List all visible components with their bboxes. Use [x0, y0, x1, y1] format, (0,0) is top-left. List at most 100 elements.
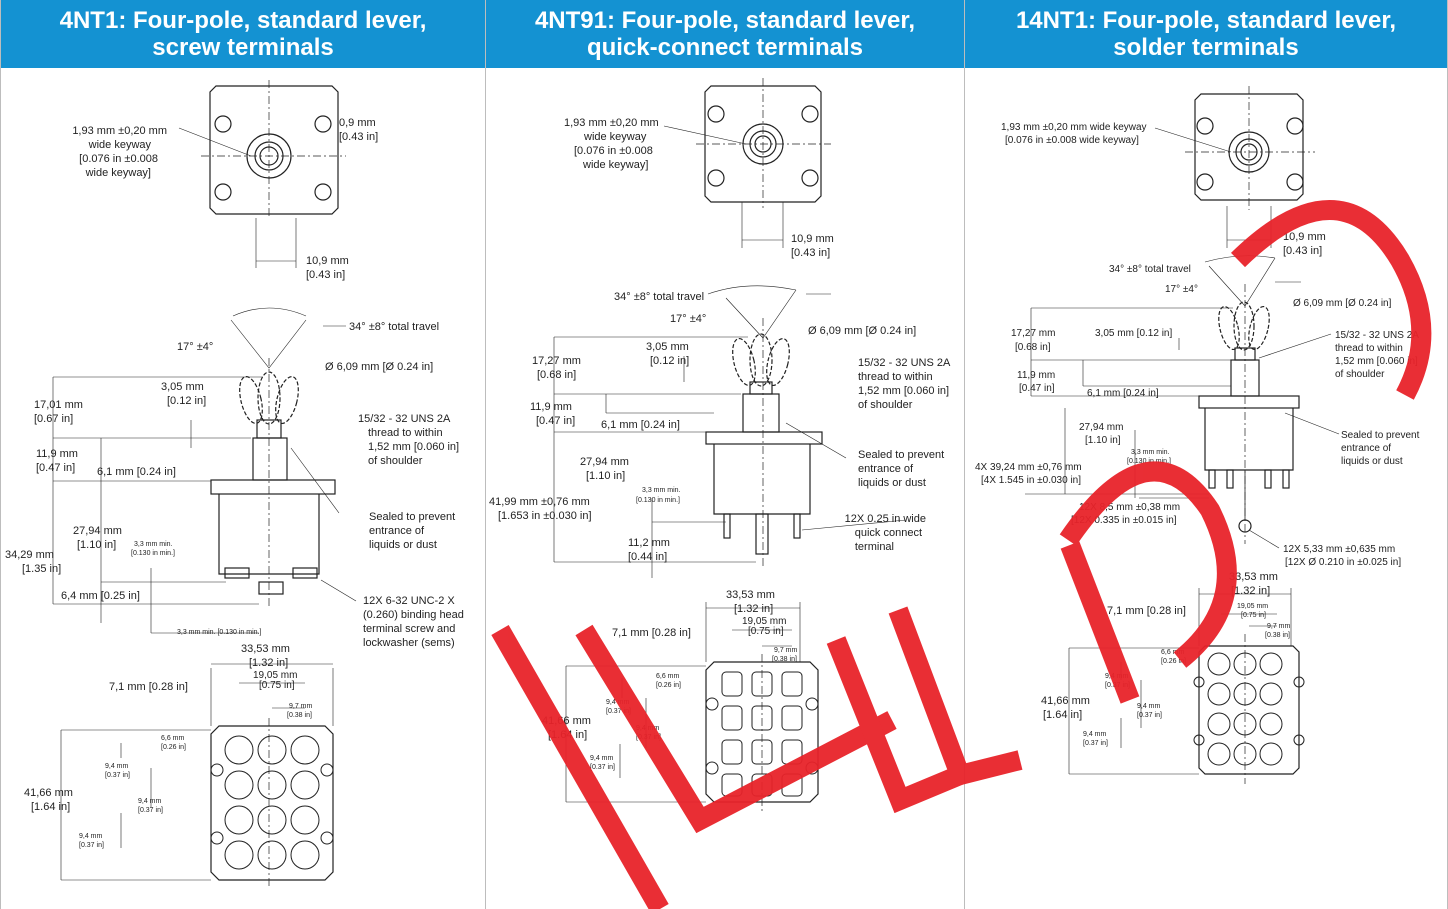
dim-4166-mm: 41,66 mm: [1041, 695, 1090, 707]
screw-label-1: 12X 6-32 UNC-2 X: [363, 595, 455, 607]
dim-2794-in: [1.10 in]: [1085, 435, 1121, 446]
dim-1727-in: [0.68 in]: [1015, 342, 1051, 353]
dim-94-in-3: [0.37 in]: [79, 842, 104, 849]
thread-label-1: 15/32 - 32 UNS 2A: [1335, 330, 1419, 341]
dim-119-mm: 11,9 mm: [1017, 370, 1055, 381]
dim-61: 6,1 mm [0.24 in]: [601, 419, 680, 431]
dim-97-in: [0.38 in]: [1265, 632, 1290, 639]
dim-533-in: [12X Ø 0.210 in ±0.025 in]: [1285, 557, 1401, 568]
dim-4166-mm: 41,66 mm: [24, 787, 73, 799]
panel-14nt1: 14NT1: Four-pole, standard lever, solder…: [965, 0, 1448, 909]
panel-title-line1: 4NT1: Four-pole, standard lever,: [59, 7, 427, 34]
side-view: [553, 285, 907, 578]
dim-66-mm: 6,6 mm: [1161, 649, 1185, 656]
travel-label: 34° ±8° total travel: [1109, 264, 1191, 275]
panel-header: 14NT1: Four-pole, standard lever, solder…: [965, 0, 1447, 68]
dim-4166-in: [1.64 in]: [1043, 709, 1082, 721]
dim-533-mm: 12X 5,33 mm ±0,635 mm: [1283, 544, 1395, 555]
dim-4199-mm: 41,99 mm ±0,76 mm: [489, 496, 590, 508]
drawing-14nt1: 1,93 mm ±0,20 mm wide keyway [0.076 in ±…: [975, 86, 1420, 784]
panel-4nt1: 4NT1: Four-pole, standard lever, screw t…: [0, 0, 486, 909]
dim-33min-mm: 3,3 mm min.: [134, 541, 173, 548]
travel-label: 34° ±8° total travel: [614, 291, 704, 303]
dim-94-mm-1: 9,4 mm: [105, 763, 129, 770]
dim-3353-in: [1.32 in]: [734, 603, 773, 615]
keyway-label-4: wide keyway]: [85, 167, 151, 179]
dim-3353-in: [1.32 in]: [1231, 585, 1270, 597]
dim-4199-in: [1.653 in ±0.030 in]: [498, 510, 592, 522]
sealed-label-3: liquids or dust: [1341, 456, 1403, 467]
qc-label-2: quick connect: [855, 527, 922, 539]
dim-3924-in: [4X 1.545 in ±0.030 in]: [981, 475, 1081, 486]
dim-94-mm-2: 9,4 mm: [138, 798, 162, 805]
keyway-label-1: 1,93 mm ±0,20 mm: [72, 125, 167, 137]
dim-1905-mm: 19,05 mm: [742, 616, 786, 627]
dim-119-mm: 11,9 mm: [530, 401, 572, 413]
keyway-label-2: wide keyway: [583, 131, 647, 143]
top-view: [663, 78, 831, 248]
dim-1905-mm: 19,05 mm: [1237, 603, 1268, 610]
keyway-label-2: wide keyway: [88, 139, 152, 151]
dim-94-in-3: [0.37 in]: [590, 764, 615, 771]
thread-label-1: 15/32 - 32 UNS 2A: [858, 357, 951, 369]
dim-85-in: [12X 0.335 in ±0.015 in]: [1071, 515, 1177, 526]
labels-4nt1: 1,93 mm ±0,20 mm wide keyway [0.076 in ±…: [5, 117, 464, 849]
spacing-mm-label: 10,9 mm: [791, 233, 834, 245]
screw-label-2: (0.260) binding head: [363, 609, 464, 621]
dim-94-in-1: [0.37 in]: [105, 772, 130, 779]
side-view: [52, 307, 357, 634]
spacing-in-label: [0.43 in]: [1283, 245, 1322, 257]
dim-1701-in: [0.67 in]: [34, 413, 73, 425]
hole-in-label: [0.43 in]: [339, 131, 378, 143]
dim-3429-in: [1.35 in]: [22, 563, 61, 575]
panel-title-line2: quick-connect terminals: [586, 34, 864, 61]
sealed-label-1: Sealed to prevent: [369, 511, 455, 523]
dim-61: 6,1 mm [0.24 in]: [97, 466, 176, 478]
dim-1727-mm: 17,27 mm: [1011, 328, 1055, 339]
labels-14nt1: 1,93 mm ±0,20 mm wide keyway [0.076 in ±…: [975, 122, 1420, 747]
dim-3924-mm: 4X 39,24 mm ±0,76 mm: [975, 462, 1082, 473]
thread-label-1: 15/32 - 32 UNS 2A: [358, 413, 451, 425]
dim-85-mm: 12X 8,5 mm ±0,38 mm: [1079, 502, 1180, 513]
dim-1727-in: [0.68 in]: [537, 369, 576, 381]
dim-1727-mm: 17,27 mm: [532, 355, 581, 367]
dim-1905-mm: 19,05 mm: [253, 670, 297, 681]
dim-94-in-3: [0.37 in]: [1083, 740, 1108, 747]
dim-33min-in: [0.130 in min.]: [131, 550, 175, 557]
dim-119-in: [0.47 in]: [36, 462, 75, 474]
drawing-4nt1: 1,93 mm ±0,20 mm wide keyway [0.076 in ±…: [5, 80, 464, 888]
sealed-label-2: entrance of: [1341, 443, 1391, 454]
drawing-4nt91: 1,93 mm ±0,20 mm wide keyway [0.076 in ±…: [489, 78, 951, 812]
dim-66-mm: 6,6 mm: [656, 673, 680, 680]
dim-97-mm: 9,7 mm: [774, 647, 798, 654]
sealed-label-2: entrance of: [858, 463, 914, 475]
sealed-label-3: liquids or dust: [369, 539, 437, 551]
panel-4nt91: 4NT91: Four-pole, standard lever, quick-…: [486, 0, 965, 909]
dim-94-mm-3: 9,4 mm: [1083, 731, 1107, 738]
dim-33min-mm: 3,3 mm min.: [642, 487, 681, 494]
top-view: [178, 80, 346, 268]
dim-305-mm: 3,05 mm: [161, 381, 204, 393]
keyway-label-2: [0.076 in ±0.008 wide keyway]: [1005, 135, 1139, 146]
dim-33min-full: 3,3 mm min. [0.130 in min.]: [177, 629, 261, 636]
diameter-label: Ø 6,09 mm [Ø 0.24 in]: [808, 325, 916, 337]
travel-label: 34° ±8° total travel: [349, 321, 439, 333]
thread-label-4: of shoulder: [1335, 369, 1385, 380]
dim-71: 7,1 mm [0.28 in]: [109, 681, 188, 693]
keyway-label-1: 1,93 mm ±0,20 mm wide keyway: [1001, 122, 1147, 133]
keyway-label-4: wide keyway]: [582, 159, 648, 171]
dim-3353-mm: 33,53 mm: [241, 643, 290, 655]
dim-4166-in: [1.64 in]: [31, 801, 70, 813]
dim-119-mm: 11,9 mm: [36, 448, 78, 460]
dim-64: 6,4 mm [0.25 in]: [61, 590, 140, 602]
dim-66-mm: 6,6 mm: [161, 735, 185, 742]
dim-94-mm-1: 9,4 mm: [1105, 673, 1129, 680]
hole-mm-label: 0,9 mm: [339, 117, 376, 129]
screw-label-4: lockwasher (sems): [363, 637, 455, 649]
dim-119-in: [0.47 in]: [1019, 383, 1055, 394]
dim-94-in-2: [0.37 in]: [636, 734, 661, 741]
dim-71: 7,1 mm [0.28 in]: [1107, 605, 1186, 617]
dim-66-in: [0.26 in]: [161, 744, 186, 751]
dim-61: 6,1 mm [0.24 in]: [1087, 388, 1159, 399]
